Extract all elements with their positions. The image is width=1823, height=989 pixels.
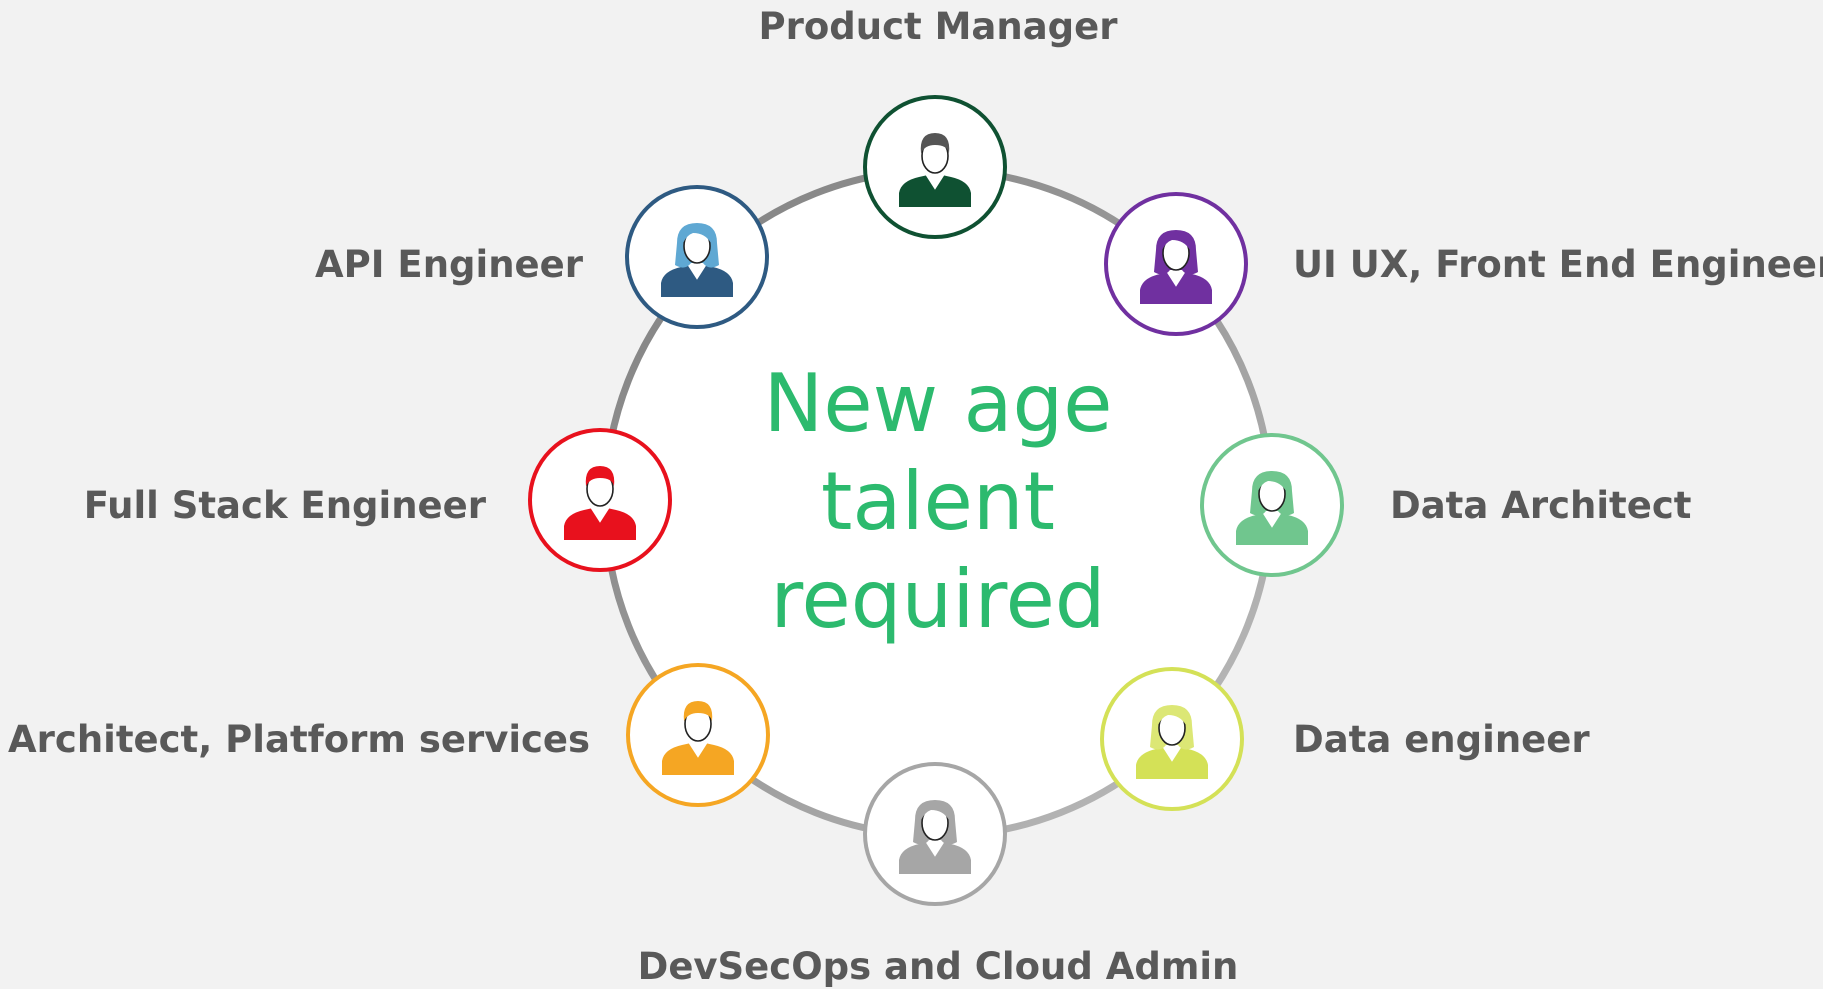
api-engineer-label: API Engineer bbox=[315, 243, 583, 286]
architect-platform-services-label: Architect, Platform services bbox=[8, 718, 591, 761]
person-male-icon bbox=[899, 133, 971, 207]
data-engineer-label: Data engineer bbox=[1293, 718, 1590, 761]
person-male-icon bbox=[564, 466, 636, 540]
architect-platform-services-node bbox=[626, 663, 770, 807]
person-female-icon bbox=[1136, 705, 1208, 779]
data-engineer-node bbox=[1100, 667, 1244, 811]
api-engineer-node bbox=[625, 185, 769, 329]
person-female-icon bbox=[661, 223, 733, 297]
data-architect-node bbox=[1200, 433, 1344, 577]
person-female-icon bbox=[1140, 230, 1212, 304]
full-stack-engineer-node bbox=[528, 428, 672, 572]
product-manager-label: Product Manager bbox=[758, 5, 1118, 48]
product-manager-node bbox=[863, 95, 1007, 239]
person-male-icon bbox=[662, 701, 734, 775]
full-stack-engineer-label: Full Stack Engineer bbox=[83, 484, 486, 527]
center-title-line-3: required bbox=[770, 553, 1106, 646]
center-title: New age talent required bbox=[738, 355, 1138, 649]
person-female-icon bbox=[1236, 471, 1308, 545]
center-title-line-1: New age bbox=[763, 357, 1113, 450]
ui-ux-front-end-engineer-label: UI UX, Front End Engineer bbox=[1293, 243, 1823, 286]
devsecops-cloud-admin-node bbox=[863, 762, 1007, 906]
data-architect-label: Data Architect bbox=[1390, 484, 1692, 527]
devsecops-cloud-admin-label: DevSecOps and Cloud Admin bbox=[637, 945, 1239, 988]
person-female-icon bbox=[899, 800, 971, 874]
ui-ux-front-end-engineer-node bbox=[1104, 192, 1248, 336]
center-title-line-2: talent bbox=[821, 455, 1055, 548]
